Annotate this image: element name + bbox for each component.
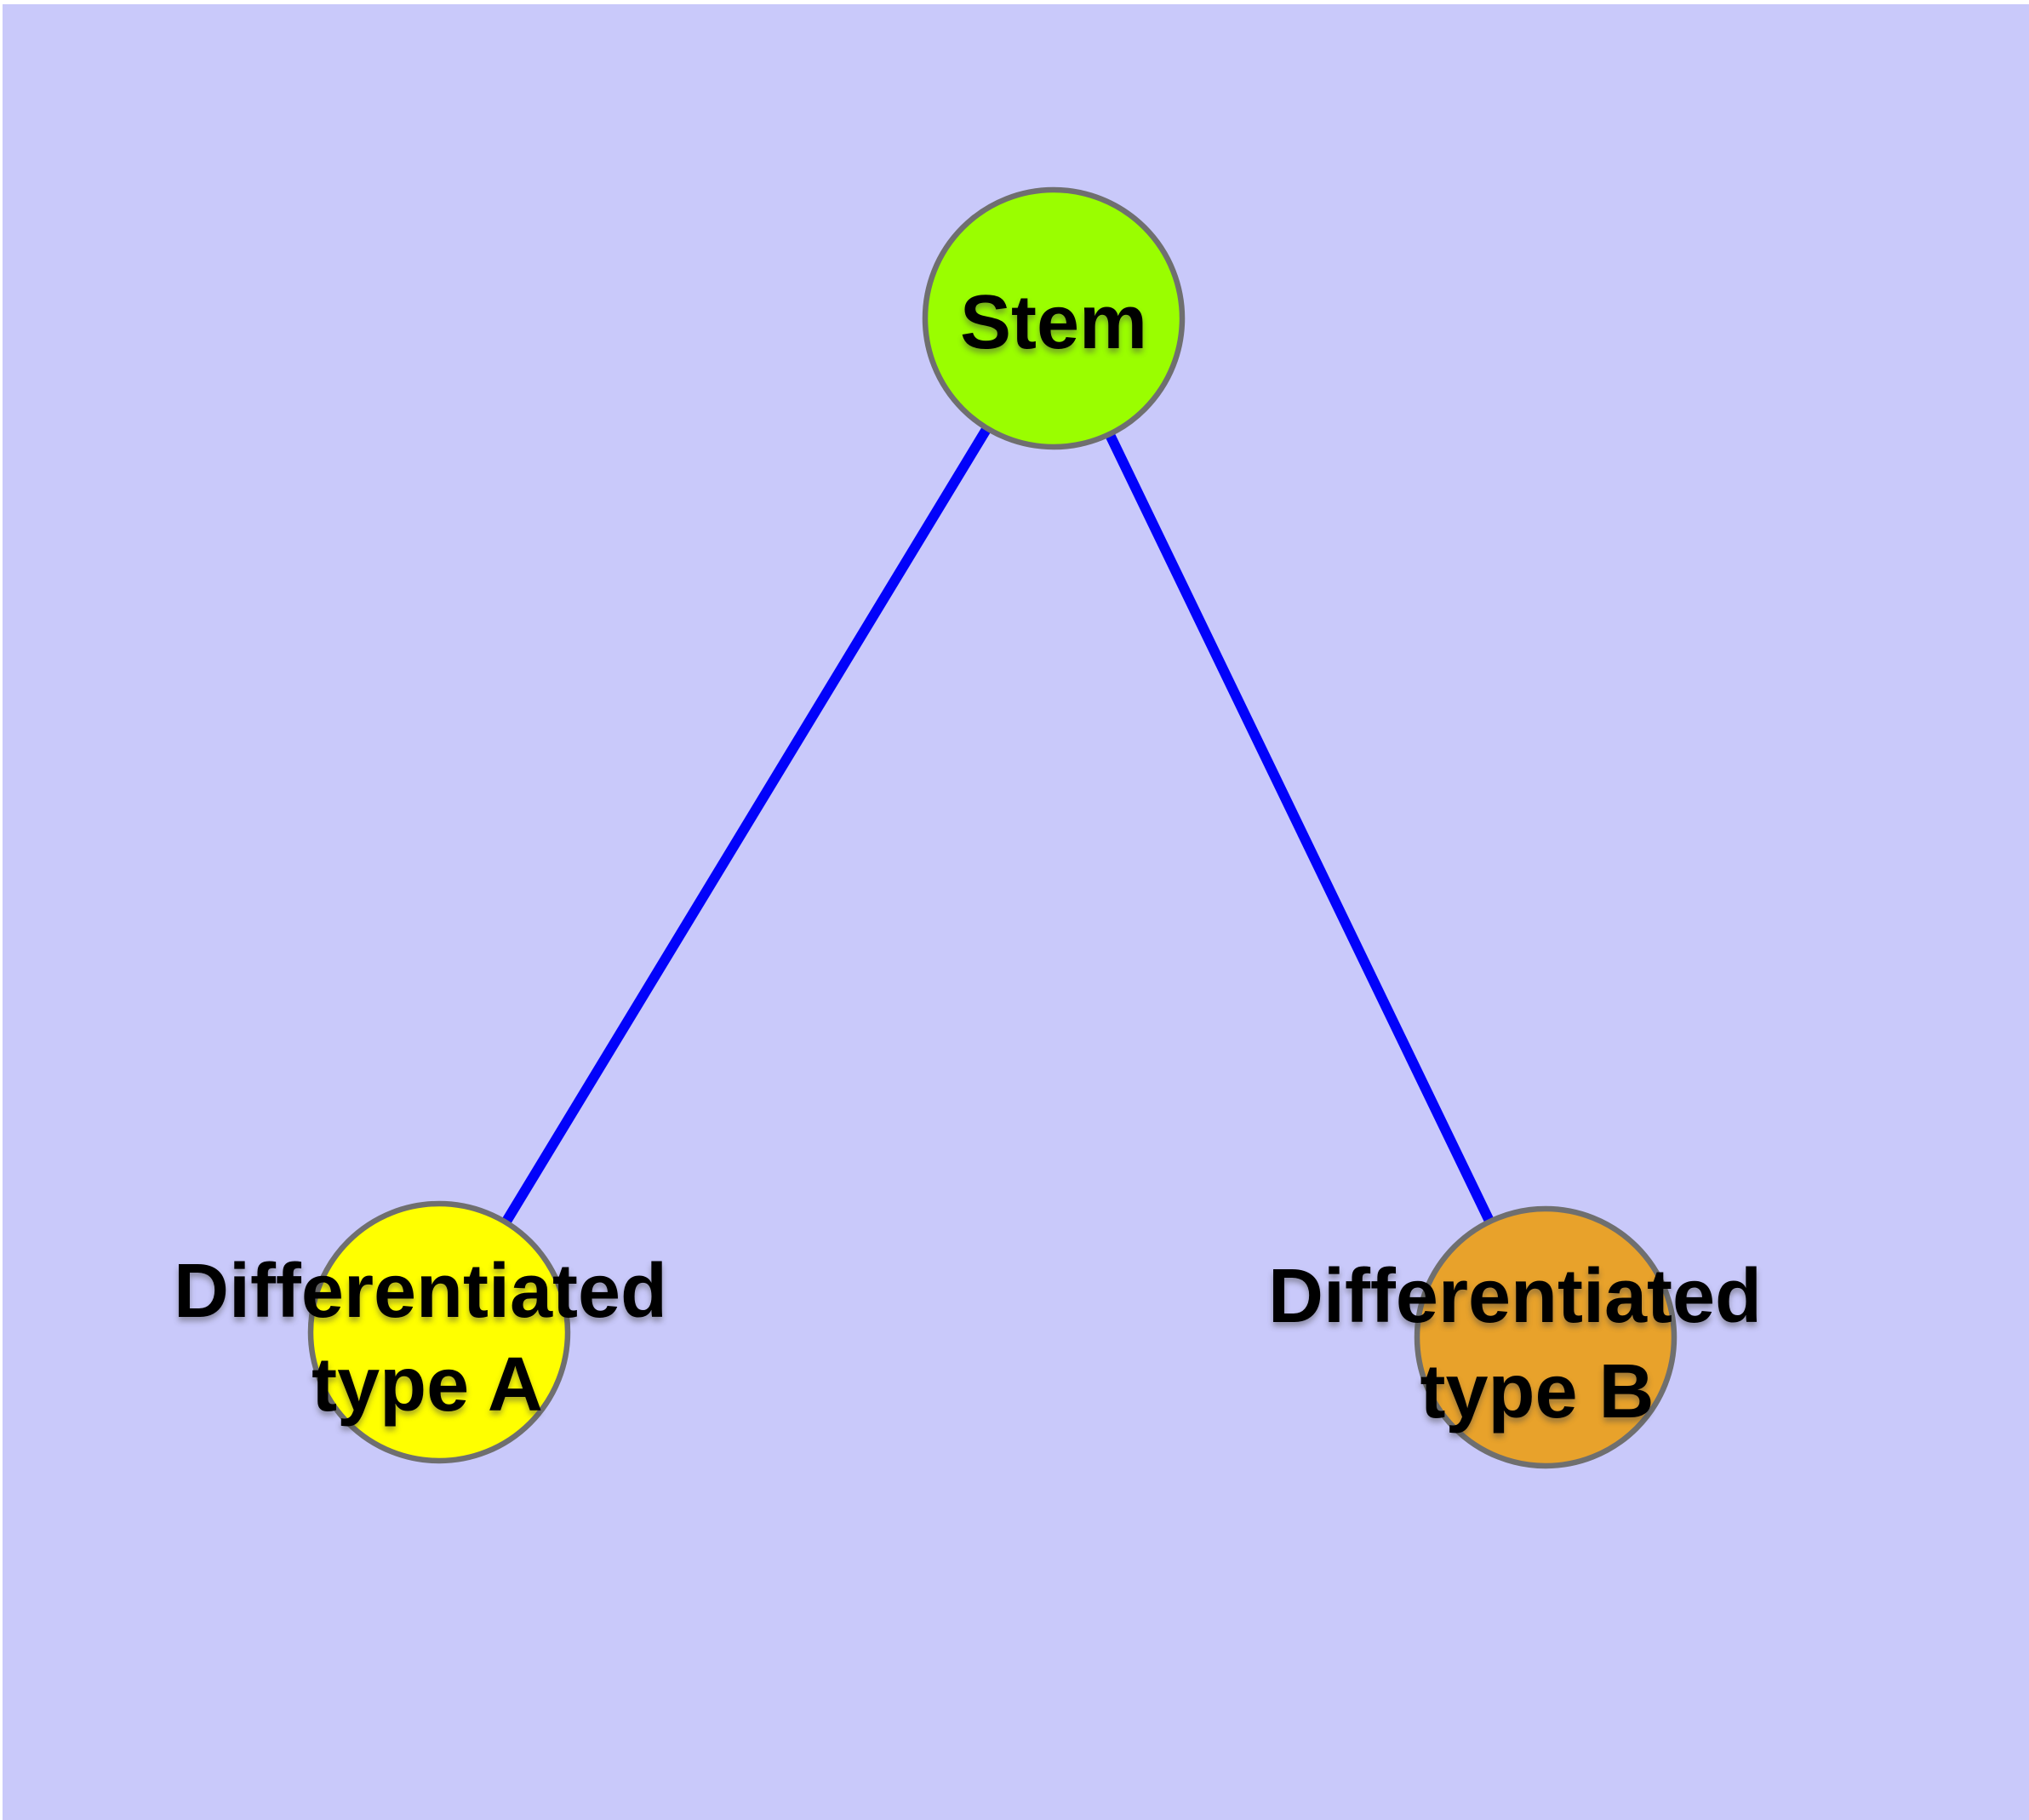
node-type-b-label-line-2: type B <box>1420 1349 1654 1434</box>
node-type-a-label-line-2: type A <box>311 1342 543 1428</box>
node-type-b-label-line-1: Differentiated <box>1268 1254 1762 1339</box>
node-type-b <box>1414 1205 1677 1469</box>
node-type-a <box>307 1200 571 1464</box>
node-stem <box>922 186 1186 450</box>
edge-stem-to-type-a <box>434 315 1059 1336</box>
node-stem-label-line-1: Stem <box>960 280 1147 365</box>
edge-stem-to-type-b <box>1049 316 1551 1340</box>
node-type-a-label-line-1: Differentiated <box>174 1249 667 1334</box>
